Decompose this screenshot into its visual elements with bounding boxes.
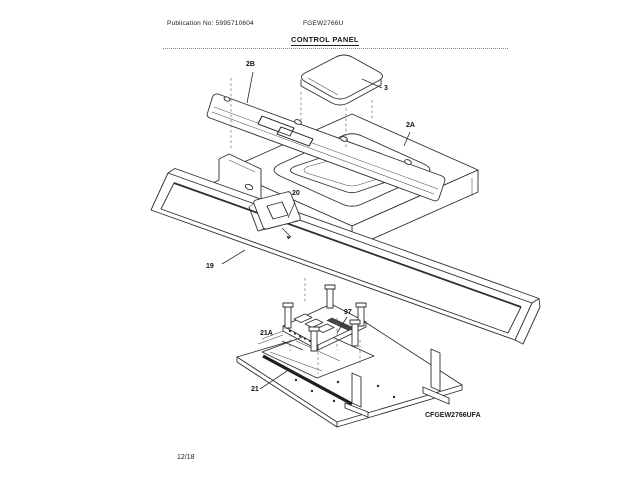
callout-2B: 2B (246, 61, 255, 68)
part-3-cover-plate (300, 54, 383, 106)
header-divider (163, 48, 508, 49)
callout-leaders (221, 71, 411, 390)
part-97-control-board (257, 284, 367, 352)
callout-19: 19 (206, 263, 214, 270)
page-title: CONTROL PANEL (291, 35, 359, 46)
callout-21: 21 (251, 386, 259, 393)
part-2B-overlay-strip (206, 93, 446, 202)
assembly-centerlines (230, 78, 373, 374)
diagram-code: CFGEW2766UFA (425, 412, 481, 419)
part-20-display-bracket (248, 191, 301, 240)
part-19-front-panel (150, 168, 541, 345)
page-number: 12/18 (177, 454, 195, 461)
publication-number: Publication No: 5995710604 (167, 20, 254, 27)
callout-2A: 2A (406, 122, 415, 129)
model-number: FGEW2766U (303, 20, 344, 27)
callout-20: 20 (292, 190, 300, 197)
callout-3: 3 (384, 85, 388, 92)
callout-21A: 21A (260, 330, 273, 337)
callout-97: 97 (344, 309, 352, 316)
